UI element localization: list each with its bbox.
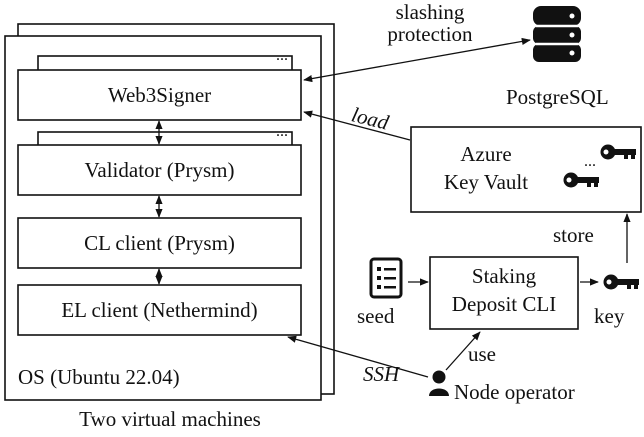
key-icon (563, 172, 599, 188)
web3signer-box (17, 69, 302, 121)
ssh-label: SSH (363, 362, 400, 386)
arrow-load (303, 110, 411, 141)
key-ellipsis: ... (584, 153, 596, 170)
staking-deposit-cli-box (429, 256, 579, 330)
el-client-box (17, 284, 302, 336)
document-list-icon (369, 257, 403, 299)
web3signer-label: Web3Signer (107, 83, 212, 107)
azure-label-line1: Azure (460, 142, 512, 166)
key-icon (600, 144, 636, 160)
arrow-slashing-protection (303, 37, 531, 83)
staking-label-line1: Staking (471, 264, 537, 288)
azure-label-line2: Key Vault (443, 170, 529, 194)
seed-label: seed (357, 304, 395, 328)
postgresql-label: PostgreSQL (506, 85, 609, 109)
staking-label-line2: Deposit CLI (451, 292, 557, 316)
store-label: store (553, 223, 594, 247)
key-label: key (594, 304, 625, 328)
cl-client-box (17, 217, 302, 269)
slashing-label-line1: slashing (395, 0, 465, 24)
arrow-ssh (287, 335, 429, 378)
azure-key-vault-box (410, 126, 642, 213)
validator-ellipsis: ... (276, 123, 288, 140)
cl-client-label: CL client (Prysm) (84, 231, 235, 255)
use-label: use (468, 342, 496, 366)
slashing-label-line2: protection (387, 22, 473, 46)
validator-label: Validator (Prysm) (84, 158, 235, 182)
vm-caption: Two virtual machines (79, 407, 261, 431)
os-label: OS (Ubuntu 22.04) (18, 365, 180, 389)
key-icon (603, 274, 639, 290)
database-icon (533, 6, 581, 62)
node-operator-label: Node operator (454, 380, 575, 404)
web3signer-ellipsis: ... (276, 47, 288, 64)
person-icon (429, 370, 449, 396)
el-client-label: EL client (Nethermind) (61, 298, 258, 322)
validator-box (17, 144, 302, 196)
arrow-use (445, 331, 481, 371)
